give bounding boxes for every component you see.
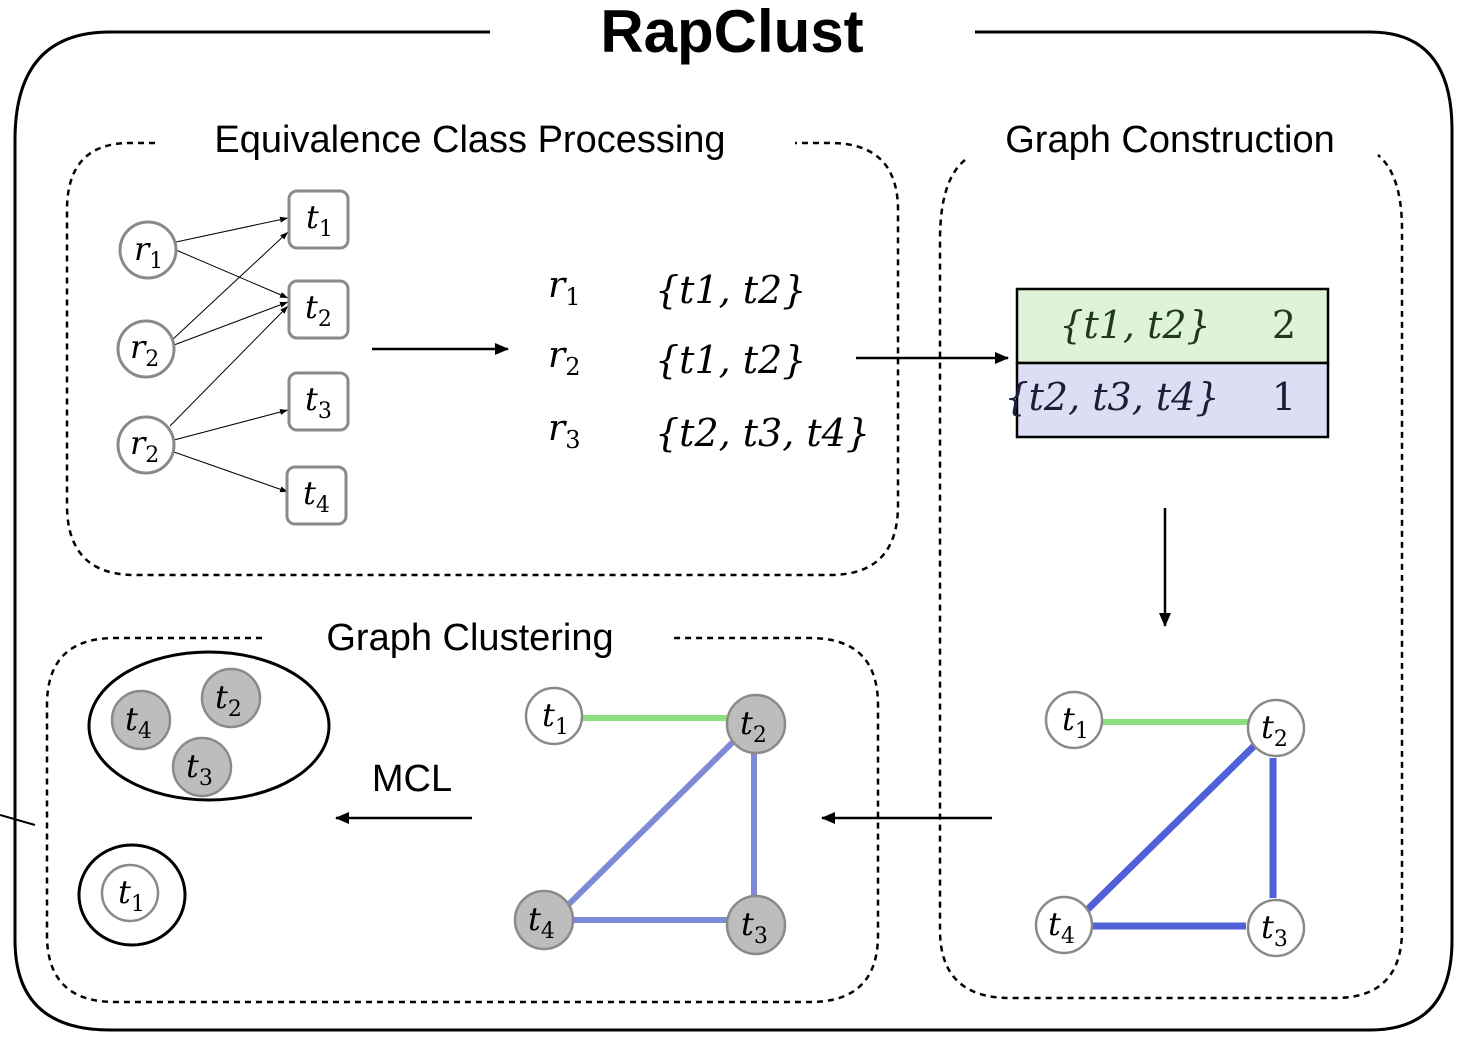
cluster-graph-node-t3: t3 (725, 894, 787, 956)
svg-text:t3: t3 (1261, 908, 1288, 952)
svg-text:t4: t4 (1048, 905, 1075, 949)
construction-section-title: Graph Construction (1005, 119, 1335, 161)
mapping-row-2: r2 {t1, t2} (548, 335, 806, 382)
svg-text:t2: t2 (740, 704, 767, 748)
svg-text:t1: t1 (306, 198, 333, 242)
svg-text:t4: t4 (303, 474, 330, 518)
transcript-box-t1: t1 (287, 189, 350, 250)
cluster-node-t4: t4 (110, 689, 172, 751)
svg-text:t1: t1 (118, 873, 145, 917)
svg-text:t2: t2 (305, 288, 332, 332)
read-node-r2: r2 (116, 319, 176, 379)
eq-table-count-2: 1 (1272, 375, 1296, 419)
cluster-node-t3: t3 (171, 736, 233, 798)
clustering-section-border (45, 636, 880, 1004)
mapping-row-3: r3 {t2, t3, t4} (548, 408, 870, 455)
mapping-row-1: r1 {t1, t2} (548, 265, 806, 312)
svg-text:t2: t2 (1261, 708, 1288, 752)
equivalence-section-border (65, 141, 900, 577)
cluster-graph-node-t2: t2 (725, 693, 787, 755)
graph-node-t2: t2 (1246, 698, 1306, 758)
cluster-node-t1: t1 (100, 863, 160, 923)
graph-node-t1: t1 (1044, 690, 1104, 750)
eq-table-set-1: {t1, t2} (1059, 303, 1210, 347)
diagram-title: RapClust (600, 0, 863, 65)
svg-text:r1: r1 (548, 265, 581, 311)
eq-table-set-2: {t2, t3, t4} (1004, 375, 1219, 419)
svg-text:t3: t3 (741, 905, 768, 949)
svg-text:t3: t3 (305, 380, 332, 424)
svg-text:r2: r2 (130, 424, 159, 468)
constructed-graph: t1 t2 t4 t3 (1034, 690, 1306, 958)
svg-text:t4: t4 (528, 900, 555, 944)
eq-table-row-1 (1015, 287, 1330, 365)
svg-text:{t1, t2}: {t1, t2} (655, 268, 806, 312)
svg-text:r3: r3 (548, 408, 581, 454)
svg-text:r2: r2 (548, 335, 581, 381)
outer-frame-tick (0, 814, 36, 826)
svg-text:t2: t2 (215, 678, 242, 722)
mcl-label: MCL (372, 758, 452, 800)
cluster-large: t4 t2 t3 (87, 650, 331, 802)
read-node-r1: r1 (118, 220, 178, 280)
eq-table-row-2 (1015, 361, 1330, 439)
outer-frame (13, 30, 1454, 1032)
cluster-graph-node-t4: t4 (513, 889, 575, 951)
eq-table-count-1: 2 (1272, 303, 1296, 347)
svg-text:{t1, t2}: {t1, t2} (655, 338, 806, 382)
clustering-section-title: Graph Clustering (326, 617, 613, 659)
transcript-box-t4: t4 (285, 465, 348, 526)
graph-node-t4: t4 (1034, 895, 1094, 955)
construction-section-border (938, 154, 1404, 1000)
eq-table: {t1, t2} 2 {t2, t3, t4} 1 (1004, 287, 1330, 439)
cluster-small: t1 (77, 843, 187, 947)
svg-text:r2: r2 (130, 328, 159, 372)
transcript-box-t3: t3 (287, 371, 350, 432)
svg-text:t3: t3 (186, 747, 213, 791)
transcript-box-t2: t2 (287, 279, 350, 340)
svg-text:t1: t1 (1062, 700, 1089, 744)
read-node-r3: r2 (116, 415, 176, 475)
cluster-node-t2: t2 (200, 667, 262, 729)
edge-t2-t4 (565, 737, 738, 908)
bipartite-edges (169, 216, 289, 493)
graph-node-t3: t3 (1246, 898, 1306, 958)
clustering-input-graph: t1 t2 t4 t3 (513, 686, 787, 956)
equivalence-section-title: Equivalence Class Processing (214, 119, 725, 161)
svg-text:t1: t1 (542, 696, 569, 740)
svg-text:r1: r1 (134, 230, 163, 274)
svg-text:{t2, t3, t4}: {t2, t3, t4} (655, 411, 870, 455)
cluster-graph-node-t1: t1 (524, 686, 584, 746)
svg-text:t4: t4 (125, 700, 152, 744)
edge-t2-t4 (1084, 742, 1258, 913)
